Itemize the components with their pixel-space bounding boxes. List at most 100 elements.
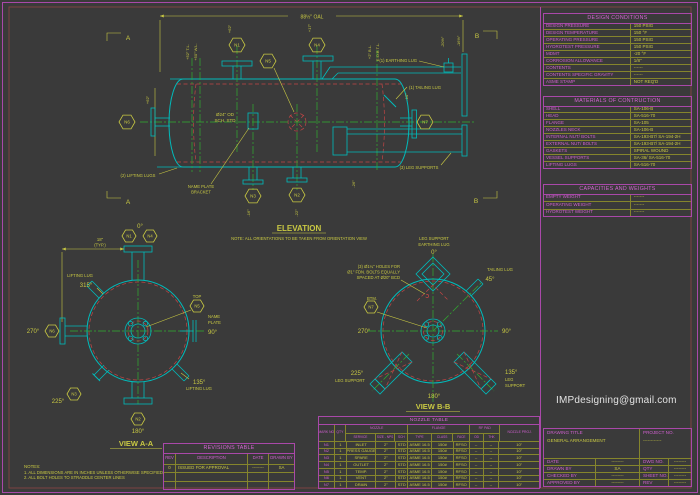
name-plate-label-1: NAME PLATE (188, 184, 214, 189)
section-b-top: B (475, 33, 479, 40)
aa-center-detail (124, 317, 152, 345)
design-row: CONTENTS SPECIFIC GRAVITY------ (544, 72, 691, 80)
aa-bottom-nozzle (123, 382, 153, 405)
cell: PRESS GAUGE (346, 448, 377, 455)
cell (176, 481, 248, 489)
cell: RFSO (454, 448, 470, 455)
capacities-row: HYDROTEST WEIGHT------- (544, 209, 691, 216)
cell: HYDROTEST WEIGHT (544, 209, 631, 216)
dim-wl: +50" W.L. (193, 43, 198, 60)
cell: DRAWN BY (270, 455, 293, 461)
bb-leg-support-225-label: LEG SUPPORT (335, 378, 365, 383)
bb-btm-label: BTM. (367, 296, 377, 301)
group-nozzle-label: NOZZLE (346, 425, 408, 435)
cell (164, 481, 176, 489)
section-a-top: A (126, 35, 131, 42)
drawing-title-cell: DRAWING TITLE GENERAL ARRANGEMENT (544, 429, 640, 458)
cell: -- (470, 468, 484, 475)
cell: CORROSION ALLOWANCE (544, 58, 631, 65)
tag-n5: N5 (265, 59, 271, 64)
dim-typ: (TYP.) (94, 243, 106, 248)
cell: 10" (516, 468, 523, 474)
cell: ASME 16.5 (408, 448, 432, 455)
cell: 150# (432, 455, 454, 462)
right-nozzle (400, 109, 417, 139)
note-line: 1. ALL DIMENSIONS ARE IN INCHES UNLESS O… (24, 469, 165, 475)
cell: SA-106-B (633, 126, 654, 132)
dim-n7: -10" (404, 93, 409, 101)
cell: STD (396, 468, 409, 475)
aa-angle-labels: 0° LIFTING LUG 315° 270° TOP NAME PLATE … (27, 224, 221, 435)
group-flange-label: FLANGE (408, 425, 470, 435)
callout-labels: (1) EARTHING LUG (1) TAILING LUG (2) LIF… (121, 58, 452, 195)
bb-earthing-lug (415, 256, 451, 302)
cell: -------- (596, 459, 640, 465)
cell (248, 473, 269, 481)
aa-0: 0° (137, 224, 143, 230)
cell: HEAD (544, 113, 631, 120)
col-mark-no: MARK NO (319, 425, 335, 442)
title-block-top: DRAWING TITLE GENERAL ARRANGEMENT PROJEC… (544, 429, 691, 459)
bb-tailing-lug (465, 278, 484, 297)
bb-leg-support-top-label: LEG SUPPORT (419, 236, 449, 241)
cell: STD (396, 475, 409, 482)
cell: ------- (633, 194, 645, 200)
dim-leg: -26" (351, 180, 356, 188)
title-block: DRAWING TITLE GENERAL ARRANGEMENT PROJEC… (543, 428, 692, 487)
cell: REV (640, 480, 669, 486)
view-aa: 18" (TYP.) (27, 224, 221, 449)
cell: STD (396, 455, 409, 462)
leg-support-elevation (332, 124, 468, 157)
bb-balloon-n7: N7 (363, 300, 428, 329)
aa-title: VIEW A-A (110, 439, 162, 449)
cell: -------- (673, 466, 687, 471)
aa-tag-n4: N4 (147, 234, 153, 239)
cell: SA-516-70 (633, 161, 656, 167)
vessel-shell (157, 78, 410, 168)
bb-center-detail (420, 318, 446, 344)
title-block-row: APPROVED BY--------REV-------- (544, 480, 691, 486)
cell: N7 (319, 482, 335, 488)
cell: SHELL (544, 106, 631, 113)
view-bb: N7 LEG SUPPORT EARTHING LUG 0° (3) Ø1¼" … (335, 236, 526, 412)
cell: -------- (596, 480, 640, 486)
cell: APPROVED BY (544, 480, 596, 486)
dim-r1: -20½" (440, 36, 445, 47)
cell: 1 (335, 462, 347, 468)
cell (176, 473, 248, 481)
cell: ASME 16.5 (408, 442, 432, 448)
cell: N2 (319, 448, 335, 455)
aa-315: 315° (80, 283, 93, 289)
cell: 2" (376, 482, 397, 488)
cell: 2" (376, 448, 397, 455)
elevation-title-text: ELEVATION (277, 224, 322, 233)
bb-leg-225 (369, 351, 413, 395)
cell: N4 (319, 462, 335, 468)
col-class: CLASS (432, 434, 454, 442)
aa-tag-n1: N1 (126, 234, 132, 239)
cell: SHEET NO. (640, 473, 669, 479)
bb-leg-135-label-1: LEG (505, 377, 513, 382)
section-a-bottom: A (126, 199, 131, 206)
cell: FLANGE (544, 120, 631, 127)
cell: N3 (319, 455, 335, 462)
cell: ------- (633, 201, 645, 207)
bb-90: 90° (502, 329, 512, 335)
cell: LIFTING LUGS (544, 162, 631, 168)
cell: N1 (319, 442, 335, 448)
project-no-value: ------------ (643, 438, 662, 444)
cell: SA (278, 464, 285, 470)
